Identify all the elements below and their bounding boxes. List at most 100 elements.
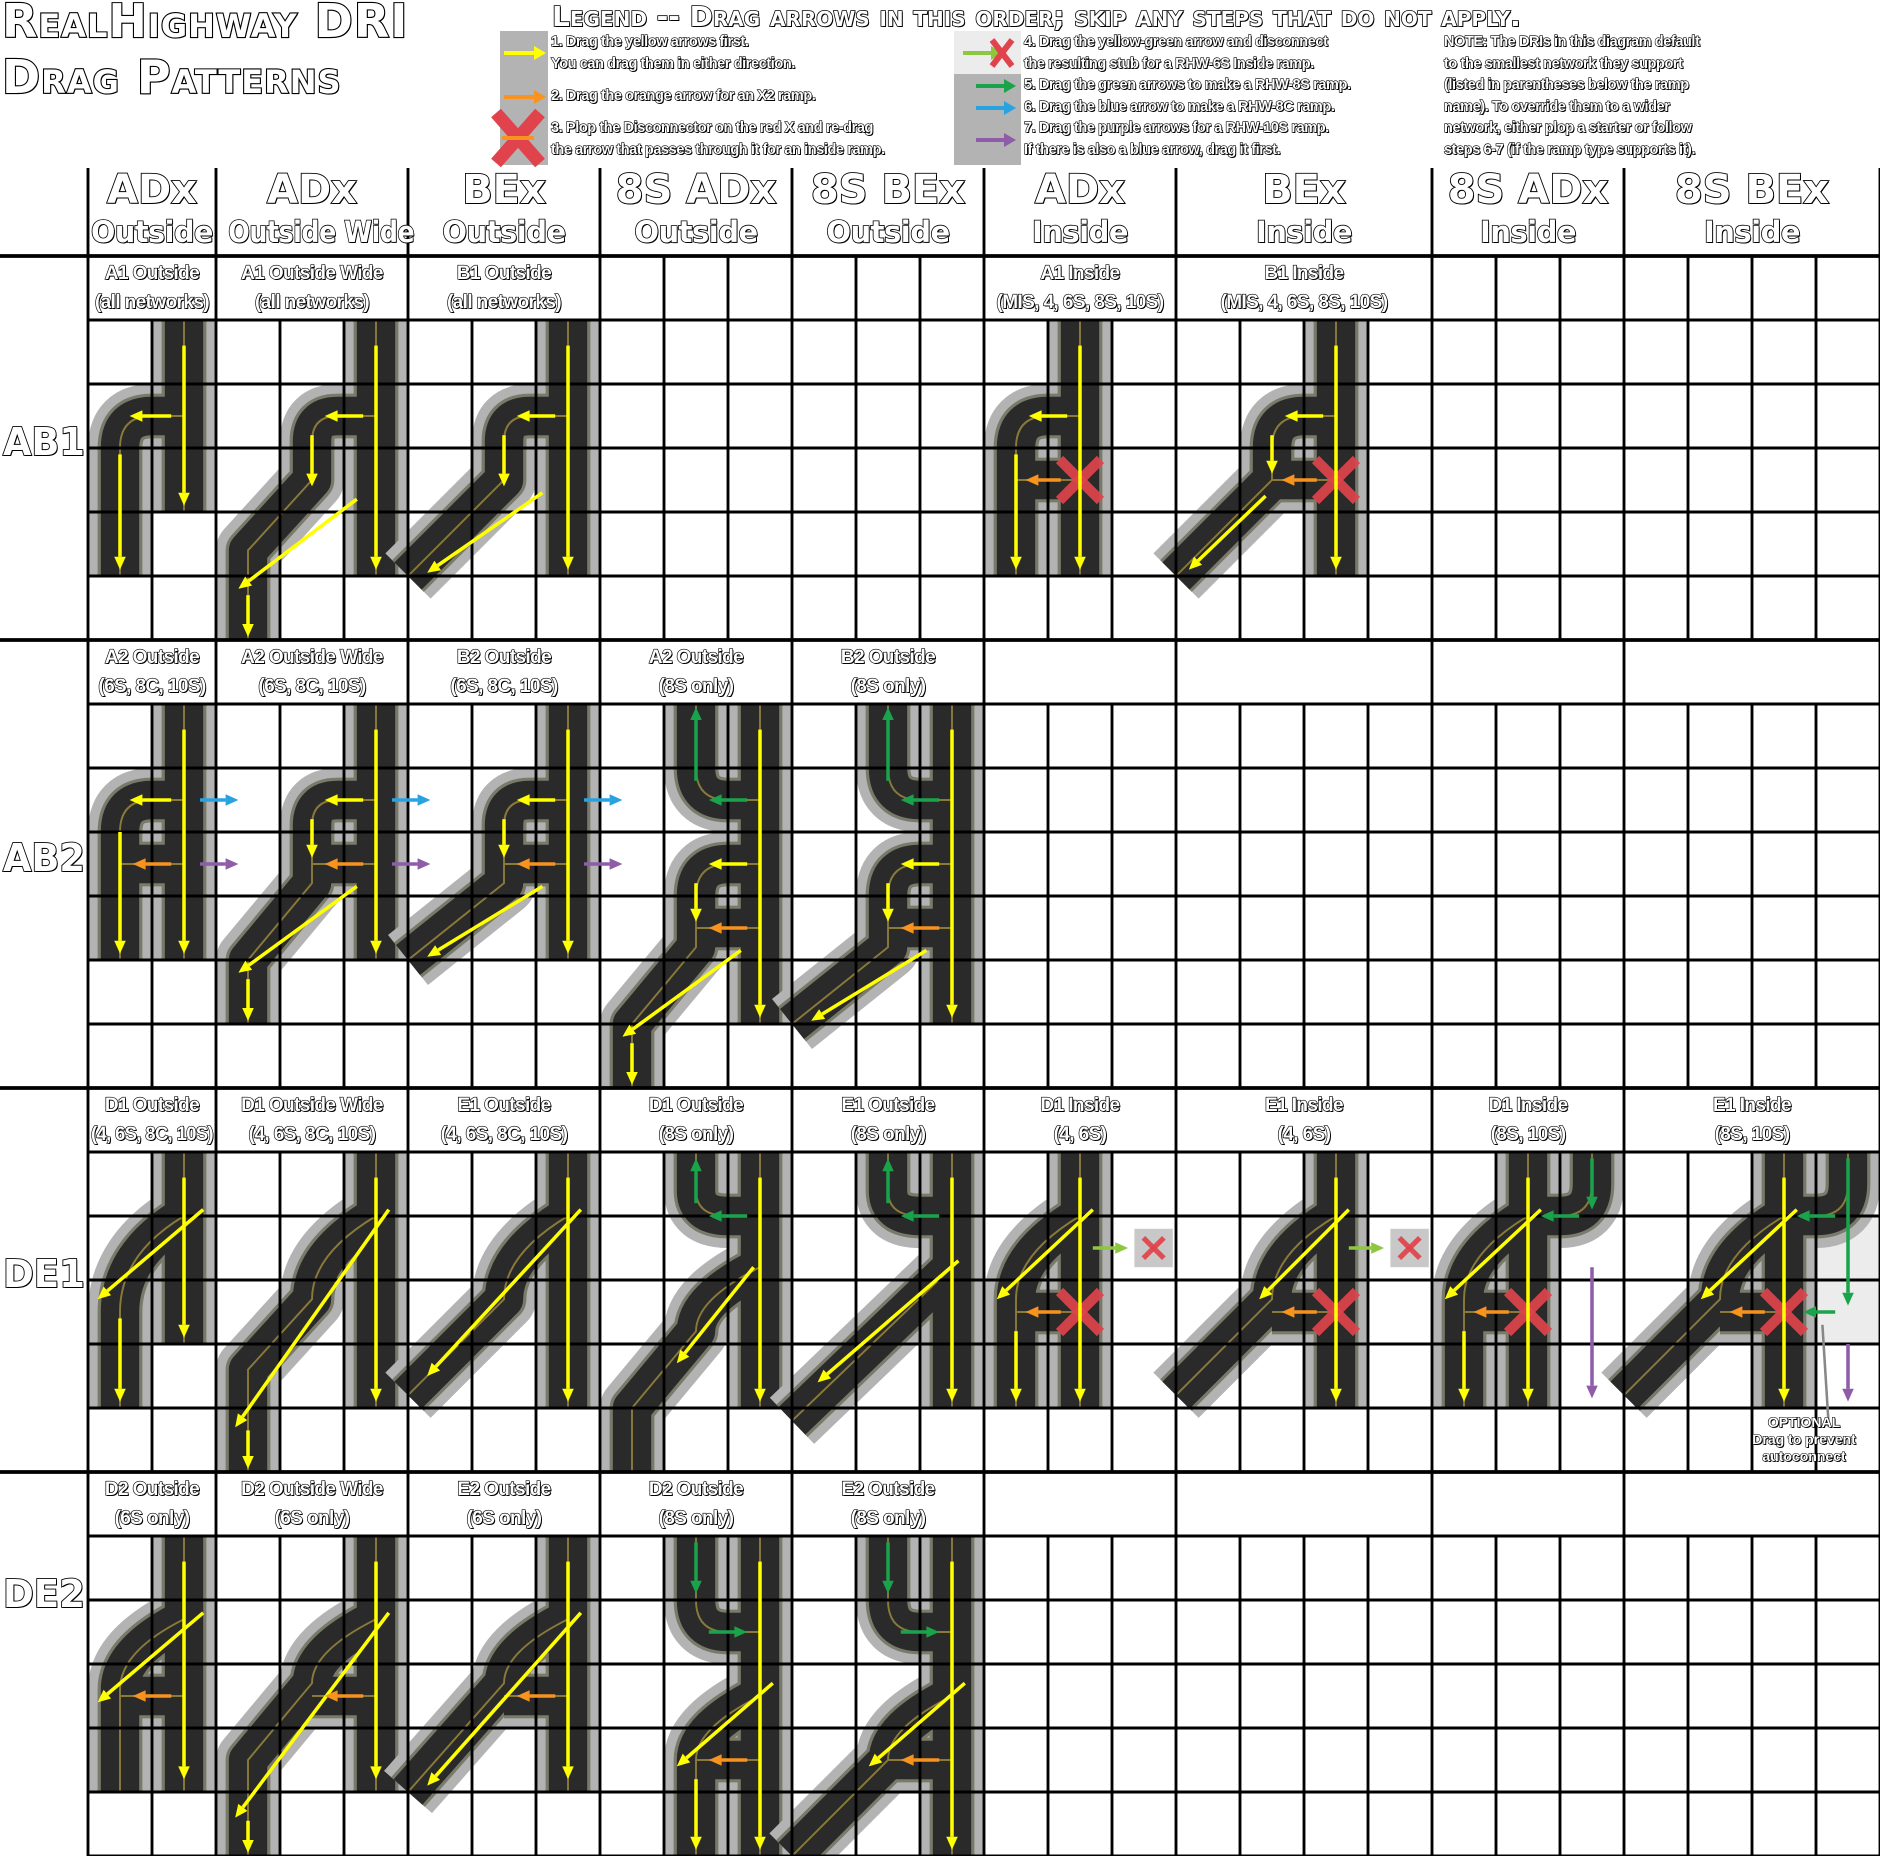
arrow-head	[900, 794, 914, 806]
arrow-head	[811, 1009, 826, 1021]
column-header-side: Outside	[90, 214, 214, 250]
road-centerline	[695, 1695, 761, 1856]
arrow-head	[708, 1210, 722, 1222]
arrow-head	[370, 1388, 382, 1402]
note-text: (listed in parentheses below the ramp	[1443, 76, 1689, 93]
arrow-head	[498, 844, 510, 858]
yellow-arrow	[946, 1177, 958, 1402]
arrow-head	[132, 858, 146, 870]
arrow-head	[370, 1766, 382, 1780]
arrow-head	[690, 707, 702, 720]
yellow-arrow	[754, 1177, 766, 1402]
arrow-head	[946, 1004, 958, 1018]
orange-arrow	[900, 1754, 940, 1766]
yellow-arrow	[562, 1561, 574, 1780]
arrow-shaft	[683, 1266, 755, 1355]
arrow-head	[734, 1626, 748, 1638]
arrow-head	[622, 1024, 637, 1037]
ramp-label: D1 Outside(4, 6S, 8C, 10S)	[88, 1088, 216, 1152]
ramp-name: D1 Inside	[1040, 1094, 1121, 1116]
arrow-shaft	[437, 884, 544, 952]
yellow-arrow	[1074, 345, 1086, 570]
yellow-arrow	[676, 1681, 774, 1767]
ramp-name: B2 Outside	[456, 646, 552, 668]
yellow-arrow	[1330, 1177, 1342, 1402]
green-arrow	[900, 1210, 940, 1222]
yellow-arrow	[1188, 494, 1267, 570]
arrow-shaft	[241, 1611, 391, 1809]
ramp-label: B1 Inside(MIS, 4, 6S, 8S, 10S)	[1176, 256, 1432, 320]
blue-arrow	[392, 794, 431, 806]
arrow-head	[178, 1766, 190, 1780]
arrow-shaft	[631, 948, 742, 1031]
yellow-arrow	[370, 1177, 382, 1402]
arrow-head	[609, 794, 623, 806]
ramp-label: D1 Inside(8S, 10S)	[1432, 1088, 1624, 1152]
x-stroke	[1141, 1235, 1166, 1261]
arrow-head	[1540, 1210, 1554, 1222]
arrow-head	[1010, 1388, 1022, 1402]
ramp-name: D2 Outside Wide	[240, 1478, 384, 1500]
column-header-type: ADx	[266, 167, 358, 213]
yellow-arrow	[129, 794, 172, 806]
yellow-arrow	[242, 1820, 254, 1853]
arrow-head	[754, 1004, 766, 1018]
note-text: network, either plop a starter or follow	[1443, 119, 1692, 136]
ramp-label: D1 Outside Wide(4, 6S, 8C, 10S)	[216, 1088, 408, 1152]
yellow-arrow	[1458, 1331, 1470, 1402]
yellow-arrow	[114, 454, 126, 570]
drag-marks	[114, 729, 239, 954]
ramp-name: A2 Outside	[104, 646, 200, 668]
orange-arrow	[1473, 1306, 1509, 1318]
arrow-head	[1522, 1388, 1534, 1402]
arrow-head	[690, 1580, 702, 1594]
drag-marks	[817, 1158, 960, 1402]
ramp-networks: (6S, 8C, 10S)	[258, 675, 367, 697]
column-header-type: 8S BEx	[810, 167, 966, 213]
arrow-head	[1778, 1388, 1790, 1402]
yellow-arrow	[1074, 1177, 1086, 1402]
drag-marks	[811, 707, 958, 1021]
ramp-label: B1 Outside(all networks)	[408, 256, 600, 320]
column-header-type: 8S BEx	[1674, 167, 1830, 213]
legend-text: If there is also a blue arrow, drag it f…	[1023, 141, 1281, 158]
yellow-arrow	[370, 729, 382, 954]
yellow-arrow	[235, 1611, 391, 1818]
column-header-type: ADx	[106, 167, 198, 213]
ramp-label: D2 Outside(8S only)	[600, 1472, 792, 1536]
legend-swatch-column	[500, 31, 548, 165]
road-centerline	[1175, 1215, 1337, 1396]
drag-marks	[676, 1158, 766, 1402]
arrow-head	[1266, 460, 1278, 474]
yellow-arrow	[1266, 435, 1278, 474]
legend-swatch-light	[954, 31, 1021, 74]
yellow-arrow	[676, 1266, 755, 1364]
ramp-name: A1 Outside	[104, 262, 200, 284]
column-header-side: Inside	[1031, 214, 1129, 250]
legend-text: 5. Drag the green arrows to make a RHW-8…	[1023, 76, 1351, 93]
legend-text: You can drag them in either direction.	[550, 55, 796, 72]
orange-arrow	[516, 858, 556, 870]
legend-item-3: 3. Plop the Disconnector on the red X an…	[550, 118, 943, 161]
column-header-side: Outside	[634, 214, 759, 250]
column-header-type: 8S ADx	[615, 167, 777, 213]
ramp-label: A2 Outside(6S, 8C, 10S)	[88, 640, 216, 704]
yellow-arrow	[114, 832, 126, 954]
arrow-shaft	[434, 1611, 583, 1778]
ramp-label: A1 Outside Wide(all networks)	[216, 256, 408, 320]
ramp-name: E1 Inside	[1264, 1094, 1344, 1116]
green-arrow	[708, 1626, 748, 1638]
blue-arrow	[584, 794, 623, 806]
arrow-head	[114, 1388, 126, 1402]
legend-text: 3. Plop the Disconnector on the red X an…	[550, 119, 874, 136]
arrow-head	[1473, 1306, 1487, 1318]
yellow-green-arrow	[1092, 1242, 1128, 1254]
annotation-pointer	[1821, 1324, 1831, 1428]
yellow-arrow	[1028, 410, 1068, 422]
yellow-arrow	[114, 1318, 126, 1402]
yellow-arrow	[562, 729, 574, 954]
arrow-head	[754, 1388, 766, 1402]
arrow-head	[114, 940, 126, 954]
green-arrow	[690, 707, 702, 781]
